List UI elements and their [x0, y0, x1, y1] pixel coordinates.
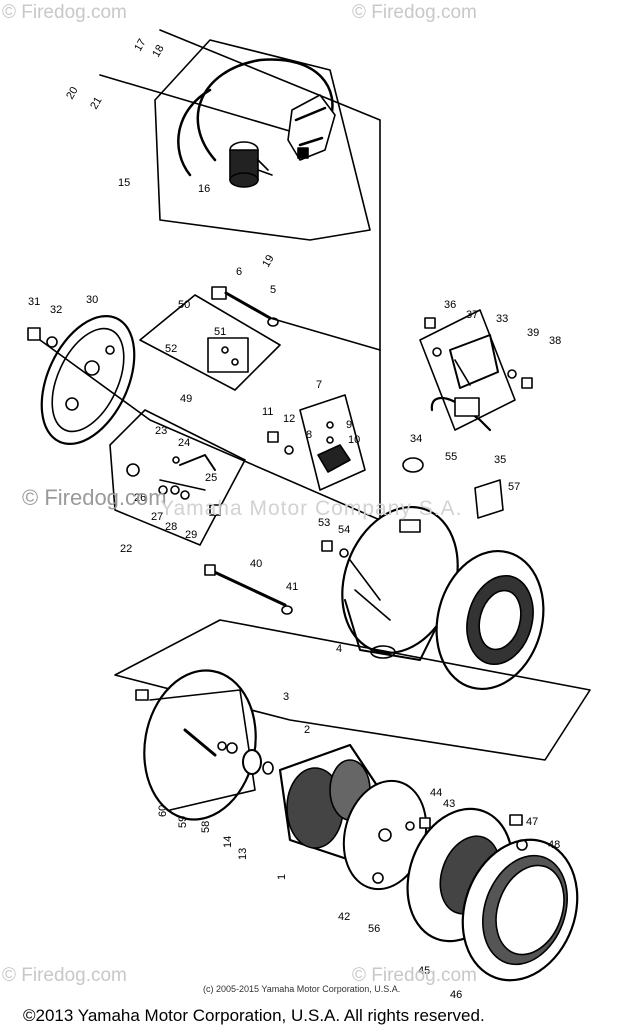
part-label-50: 50: [178, 299, 190, 311]
part-label-24: 24: [178, 437, 190, 449]
part-label-58: 58: [200, 821, 212, 833]
watermark-bottom-right: © Firedog.com: [352, 965, 477, 986]
part-label-49: 49: [180, 393, 192, 405]
part-label-57: 57: [508, 481, 520, 493]
part-label-18: 18: [150, 43, 167, 60]
part-label-14: 14: [222, 836, 234, 848]
part-label-60: 60: [157, 805, 169, 817]
part-label-6: 6: [236, 266, 242, 278]
part-label-25: 25: [205, 472, 217, 484]
footer-copyright: ©2013 Yamaha Motor Corporation, U.S.A. A…: [23, 1006, 485, 1025]
part-label-19: 19: [260, 253, 277, 270]
part-label-44: 44: [430, 787, 442, 799]
part-label-46: 46: [450, 989, 462, 1001]
part-label-36: 36: [444, 299, 456, 311]
part-label-31: 31: [28, 296, 40, 308]
regulator-part: [229, 141, 273, 188]
part-label-2: 2: [304, 724, 310, 736]
part-label-9: 9: [346, 419, 352, 431]
watermark-top-right: © Firedog.com: [352, 2, 477, 23]
part-label-4: 4: [336, 643, 342, 655]
part-label-8: 8: [306, 429, 312, 441]
part-label-21: 21: [88, 95, 105, 112]
part-label-34: 34: [410, 433, 422, 445]
part-label-15: 15: [118, 177, 130, 189]
cover-ring-46: [461, 838, 579, 982]
part-label-45: 45: [418, 965, 430, 977]
part-label-16: 16: [198, 183, 210, 195]
part-label-11: 11: [262, 406, 273, 418]
part-label-42: 42: [338, 911, 350, 923]
part-label-53: 53: [318, 517, 330, 529]
cutout-relay-part: [287, 94, 336, 161]
part-label-13: 13: [237, 848, 249, 860]
part-label-12: 12: [283, 413, 295, 425]
part-label-3: 3: [283, 691, 289, 703]
part-label-39: 39: [527, 327, 539, 339]
part-label-52: 52: [165, 343, 177, 355]
group-box-7: [299, 394, 366, 491]
part-label-5: 5: [270, 284, 276, 296]
part-label-55: 55: [445, 451, 457, 463]
part-label-26: 26: [134, 492, 146, 504]
end-cover-30: [40, 314, 136, 446]
part-label-30: 30: [86, 294, 98, 306]
part-label-43: 43: [443, 798, 455, 810]
part-label-22: 22: [120, 543, 132, 555]
group-box-49: [139, 294, 281, 391]
bolt-6: [211, 286, 272, 320]
fan-cover-3: [143, 669, 257, 821]
part-label-41: 41: [286, 581, 298, 593]
part-label-56: 56: [368, 923, 380, 935]
part-label-29: 29: [185, 529, 197, 541]
part-label-47: 47: [526, 816, 538, 828]
part-label-37: 37: [466, 309, 478, 321]
inner-copyright: (c) 2005-2015 Yamaha Motor Corporation, …: [203, 984, 401, 994]
part-label-7: 7: [316, 379, 322, 391]
part-label-28: 28: [165, 521, 177, 533]
part-label-32: 32: [50, 304, 62, 316]
group-box-22: [109, 409, 246, 546]
group-box-15: [154, 39, 371, 241]
group-box-33: [419, 309, 516, 431]
watermark-bottom-left: © Firedog.com: [2, 965, 127, 986]
part-label-1: 1: [276, 874, 288, 880]
part-label-38: 38: [549, 335, 561, 347]
part-label-20: 20: [64, 85, 81, 102]
part-label-40: 40: [250, 558, 262, 570]
part-label-27: 27: [151, 511, 163, 523]
watermark-overlay: Yamaha Motor Company S.A.: [160, 497, 463, 520]
part-label-23: 23: [155, 425, 167, 437]
part-label-54: 54: [338, 524, 350, 536]
part-label-48: 48: [548, 839, 560, 851]
watermark-top-left: © Firedog.com: [2, 2, 127, 23]
part-label-35: 35: [494, 454, 506, 466]
stator-winding: [435, 549, 545, 691]
assembly-box: [114, 619, 591, 761]
part-label-51: 51: [214, 326, 226, 338]
part-label-10: 10: [348, 434, 360, 446]
part-label-17: 17: [132, 37, 149, 54]
watermark-middle: © Firedog.com: [22, 485, 167, 510]
part-label-59: 59: [177, 816, 189, 828]
part-label-33: 33: [496, 313, 508, 325]
